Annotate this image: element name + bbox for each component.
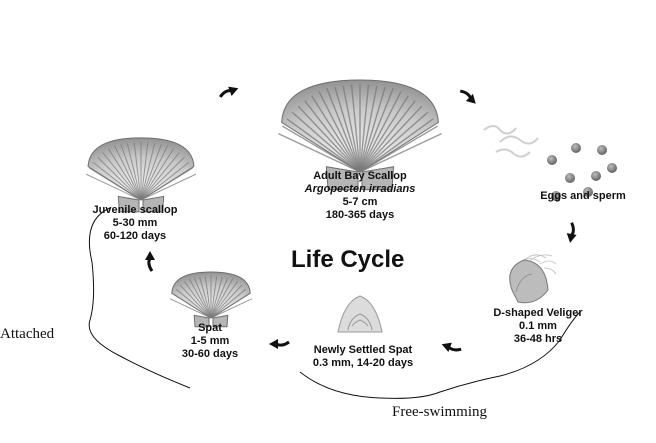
adult-scallop-size: 5-7 cm <box>342 196 378 208</box>
juvenile-scallop-label: Juvenile scallop 5-30 mm 60-120 days <box>80 204 190 243</box>
spat-duration: 30-60 days <box>181 348 239 360</box>
cycle-arrow <box>269 339 290 349</box>
egg-cell <box>571 143 581 153</box>
egg-cell <box>551 191 561 201</box>
veliger-illustration <box>509 254 557 304</box>
egg-cell <box>565 173 575 183</box>
cycle-arrow <box>441 342 462 353</box>
spat-shell <box>169 271 253 328</box>
diagram-title: Life Cycle <box>291 246 405 273</box>
cycle-arrow <box>566 222 577 243</box>
cycle-arrow <box>218 86 239 98</box>
cycle-arrow <box>145 251 155 272</box>
phase-boundary-lines <box>88 207 581 399</box>
adult-scallop-shell <box>278 79 442 191</box>
veliger-size: 0.1 mm <box>519 320 557 332</box>
eggs-illustration <box>547 143 617 201</box>
egg-cell <box>583 187 593 197</box>
eggs-sperm-name: Eggs and sperm <box>540 190 626 202</box>
spat-size: 1-5 mm <box>190 335 230 347</box>
attached-phase-label: Attached <box>0 326 55 342</box>
juvenile-scallop-name: Juvenile scallop <box>92 204 178 216</box>
spat-label: Spat 1-5 mm 30-60 days <box>170 322 250 361</box>
adult-scallop-name: Adult Bay Scallop <box>313 170 407 182</box>
juvenile-scallop-shell <box>85 137 197 213</box>
veliger-duration: 36-48 hrs <box>513 333 563 345</box>
cycle-arrows <box>145 86 577 353</box>
cycle-arrow <box>459 89 476 104</box>
adult-scallop-duration: 180-365 days <box>325 209 395 221</box>
newly-settled-spat-size-duration: 0.3 mm, 14-20 days <box>312 357 414 369</box>
newly-settled-spat-label: Newly Settled Spat 0.3 mm, 14-20 days <box>288 344 438 370</box>
eggs-sperm-label: Eggs and sperm <box>518 190 648 203</box>
egg-cell <box>591 171 601 181</box>
spat-name: Spat <box>198 322 222 334</box>
juvenile-scallop-duration: 60-120 days <box>103 230 167 242</box>
egg-cell <box>597 145 607 155</box>
adult-scallop-species: Argopecten irradians <box>304 183 416 195</box>
newly-settled-spat-illustration <box>337 295 383 333</box>
veliger-label: D-shaped Veliger 0.1 mm 36-48 hrs <box>468 307 608 346</box>
egg-cell <box>607 163 617 173</box>
egg-cell <box>547 155 557 165</box>
newly-settled-spat-name: Newly Settled Spat <box>313 344 413 356</box>
veliger-name: D-shaped Veliger <box>493 307 583 319</box>
free-swimming-phase-label: Free-swimming <box>392 404 487 420</box>
juvenile-scallop-size: 5-30 mm <box>112 217 158 229</box>
sperm-illustration <box>483 125 539 158</box>
adult-scallop-label: Adult Bay Scallop Argopecten irradians 5… <box>280 170 440 222</box>
